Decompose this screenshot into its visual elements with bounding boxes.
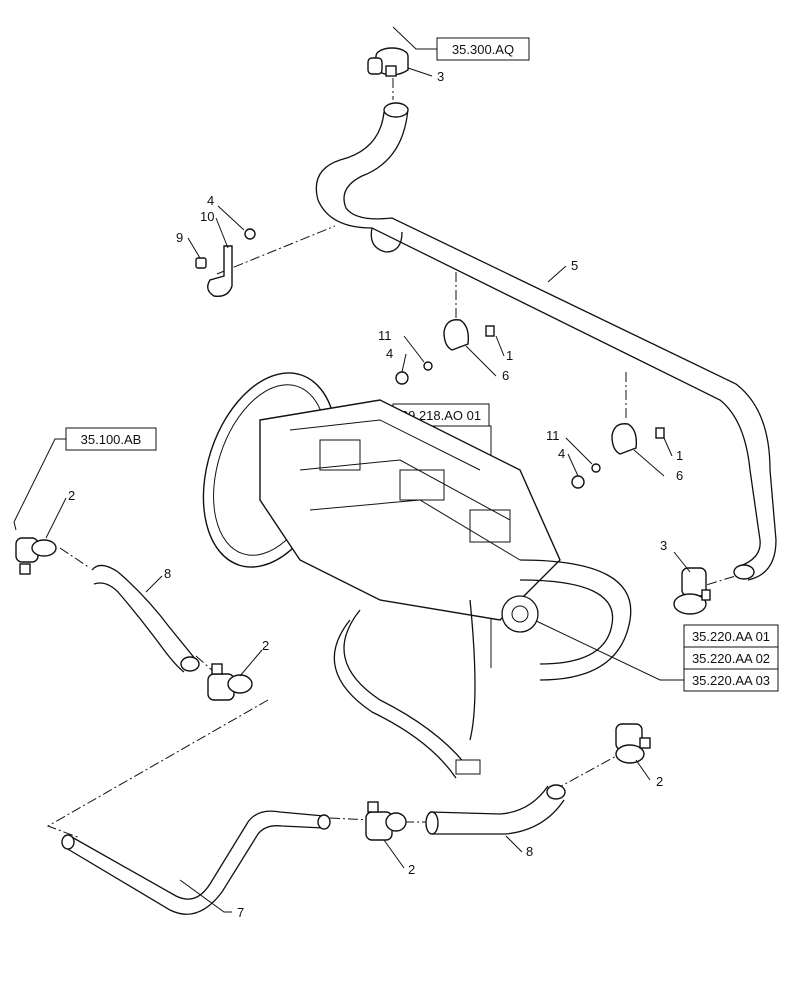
callout-numbers: 3 4 10 9 5 11 4 1 6 11 4 1 6 3 2 8 2 2 7… xyxy=(68,69,683,920)
left-hose-clamp[interactable] xyxy=(15,537,57,575)
callout-4-right: 4 xyxy=(558,446,565,461)
callout-5: 5 xyxy=(571,258,578,273)
callout-8-left: 8 xyxy=(164,566,171,581)
center-left-hose-clamp[interactable] xyxy=(207,663,253,701)
callout-2-lower-right: 2 xyxy=(656,774,663,789)
reference-box-35-300-aq[interactable]: 35.300.AQ xyxy=(436,37,530,61)
p-clip-assembly-right[interactable] xyxy=(571,423,665,489)
reference-label: 35.100.AB xyxy=(81,432,142,447)
callout-2-center: 2 xyxy=(262,638,269,653)
callout-leaders xyxy=(45,67,691,913)
p-clip-assembly-middle[interactable] xyxy=(395,319,495,385)
lower-steel-pipe[interactable] xyxy=(61,810,331,915)
callout-1-middle: 1 xyxy=(506,348,513,363)
lower-middle-hose-clamp[interactable] xyxy=(365,801,407,841)
lower-right-hose-clamp-2[interactable] xyxy=(615,723,651,764)
p-clip-assembly-left[interactable] xyxy=(195,228,256,297)
callout-2-lower-middle: 2 xyxy=(408,862,415,877)
callout-3-upper: 3 xyxy=(437,69,444,84)
reference-leaders xyxy=(13,26,684,681)
assembly-centerlines xyxy=(13,60,743,839)
callout-7: 7 xyxy=(237,905,244,920)
callout-10: 10 xyxy=(200,209,214,224)
upper-return-hose[interactable] xyxy=(315,102,777,581)
reference-label: 29.218.AO 01 xyxy=(401,408,481,423)
reference-label: 35.220.AA 02 xyxy=(692,651,770,666)
reference-label: 35.300.AQ xyxy=(452,42,514,57)
callout-1-right: 1 xyxy=(676,448,683,463)
callout-9: 9 xyxy=(176,230,183,245)
callout-3-right: 3 xyxy=(660,538,667,553)
callout-11-right: 11 xyxy=(546,428,560,443)
lower-right-short-hose[interactable] xyxy=(425,784,566,835)
callout-6-right: 6 xyxy=(676,468,683,483)
reference-label: 35.220.AA 01 xyxy=(692,629,770,644)
hydraulic-pump-assembly xyxy=(202,372,632,779)
upper-hose-clamp[interactable] xyxy=(367,47,409,77)
reference-box-35-220-aa-02[interactable]: 35.220.AA 02 xyxy=(683,646,779,670)
reference-box-35-100-ab[interactable]: 35.100.AB xyxy=(65,427,157,451)
reference-label: 35.220.AA 03 xyxy=(692,673,770,688)
reference-box-35-220-aa-03[interactable]: 35.220.AA 03 xyxy=(683,668,779,692)
callout-4-left: 4 xyxy=(207,193,214,208)
callout-8-lower: 8 xyxy=(526,844,533,859)
reference-box-35-220-aa-01[interactable]: 35.220.AA 01 xyxy=(683,624,779,648)
lower-right-hose-clamp[interactable] xyxy=(673,567,711,615)
callout-2-left: 2 xyxy=(68,488,75,503)
callout-6-middle: 6 xyxy=(502,368,509,383)
callout-11-middle: 11 xyxy=(378,328,392,343)
callout-4-middle: 4 xyxy=(386,346,393,361)
left-short-hose[interactable] xyxy=(91,564,200,673)
